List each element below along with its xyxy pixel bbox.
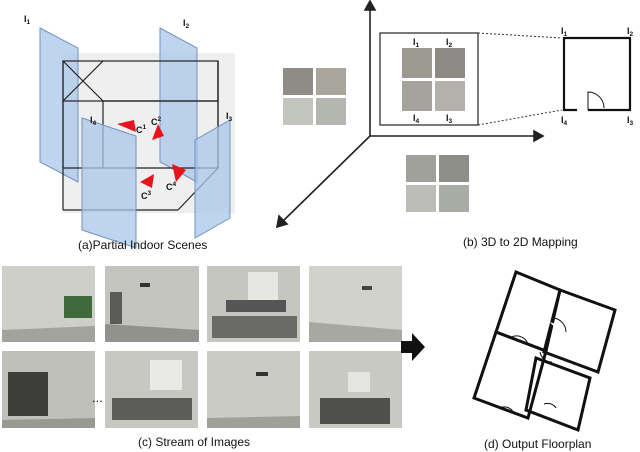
connector-bottom — [477, 109, 563, 126]
output-floorplan-panel: (d) Output Floorplan — [472, 270, 617, 451]
camera-4 — [172, 164, 186, 182]
floorplan-doors — [499, 317, 567, 415]
floorplan-walls — [472, 270, 617, 433]
camera-2 — [152, 124, 164, 140]
image-set-bottom — [406, 155, 469, 212]
image-stream-panel: ... (c) Stream of Images — [2, 266, 402, 449]
photo-2 — [105, 266, 199, 342]
photo-5 — [2, 351, 95, 428]
plane-label-2: I2 — [183, 18, 190, 30]
image-plane-2 — [159, 27, 198, 183]
room-label-2: I2 — [627, 26, 634, 38]
camera-label-2: C2 — [151, 116, 162, 127]
caption-a: (a)Partial Indoor Scenes — [78, 238, 207, 252]
camera-label-4: C4 — [166, 181, 177, 192]
plane-label-1: I1 — [24, 14, 31, 26]
partial-indoor-scenes-panel: I1 I2 I4 I3 C1 C2 C3 C4 (a)Partial Indoo… — [24, 14, 235, 252]
photo-3 — [207, 266, 300, 342]
room-label-4: I4 — [561, 115, 568, 127]
svg-text:I3: I3 — [446, 113, 453, 125]
photo-6 — [105, 351, 198, 428]
plane-label-4: I4 — [90, 115, 97, 127]
room-label-1: I1 — [561, 26, 568, 38]
ellipsis: ... — [92, 390, 103, 405]
svg-text:I1: I1 — [413, 37, 420, 49]
photo-8 — [309, 351, 402, 428]
arrow-icon — [401, 333, 425, 361]
svg-text:I4: I4 — [413, 113, 420, 125]
photo-1 — [2, 266, 95, 342]
caption-b: (b) 3D to 2D Mapping — [463, 235, 578, 249]
room-outline — [562, 36, 632, 112]
image-set-left — [283, 68, 346, 125]
svg-text:I2: I2 — [446, 37, 453, 49]
caption-d: (d) Output Floorplan — [484, 437, 591, 451]
caption-c: (c) Stream of Images — [138, 435, 250, 449]
connector-top — [477, 32, 563, 39]
mapped-image-grid: I1 I2 I4 I3 — [379, 32, 479, 126]
photo-7 — [207, 351, 300, 428]
camera-1 — [117, 120, 136, 132]
camera-label-3: C3 — [141, 190, 152, 201]
image-plane-1 — [39, 27, 79, 183]
room-label-3: I3 — [627, 115, 634, 127]
image-plane-3 — [194, 119, 231, 239]
plane-label-3: I3 — [226, 111, 233, 123]
mapping-panel: I1 I2 I4 I3 I1 I2 I4 I3 (b) 3D to 2D Map… — [275, 0, 634, 249]
photo-4 — [309, 266, 402, 342]
camera-label-1: C1 — [136, 124, 147, 135]
camera-3 — [140, 174, 154, 188]
image-plane-4 — [81, 117, 137, 249]
coordinate-axes — [275, 0, 545, 229]
